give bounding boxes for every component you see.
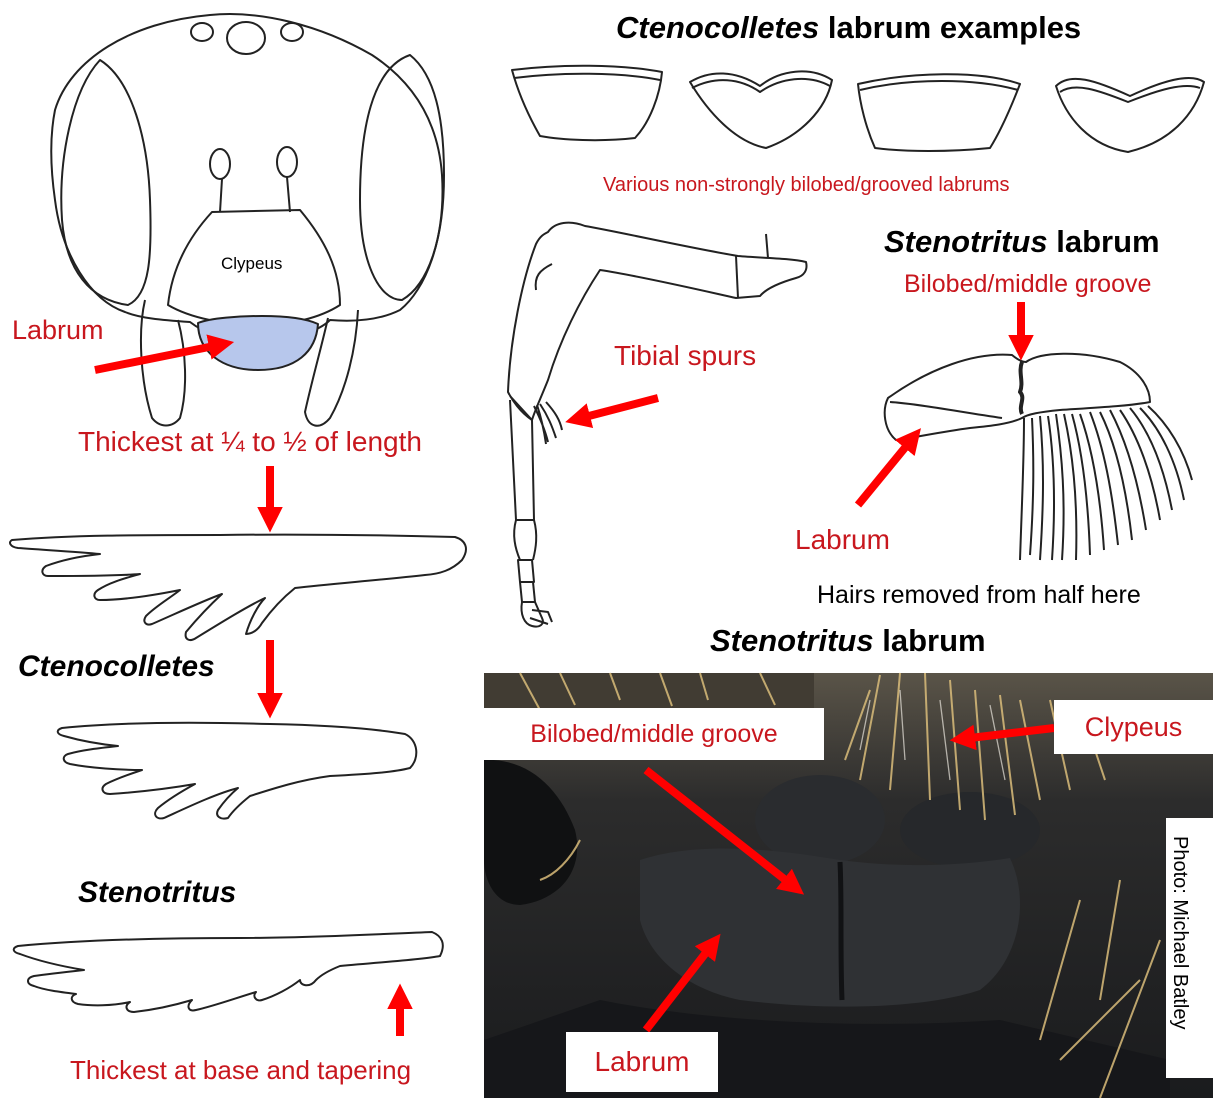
antenna-socket-left (210, 149, 230, 179)
thickness-note: Thickest at ¼ to ½ of length (78, 428, 422, 456)
ocellus-right (281, 23, 303, 41)
spur-drawing-ctenocolletes-2 (58, 723, 417, 819)
ocellus-left (191, 23, 213, 41)
photo-clypeus-box: Clypeus (1054, 700, 1213, 754)
arrow-sten-labrum (858, 444, 908, 505)
sten-labrum-label: Labrum (795, 526, 890, 554)
sten-groove-label: Bilobed/middle groove (904, 272, 1151, 297)
sten-drawing-title-genus: Stenotritus (884, 224, 1048, 259)
photo-groove-box: Bilobed/middle groove (484, 708, 824, 760)
photo-groove-label: Bilobed/middle groove (530, 720, 777, 749)
spur-drawing-ctenocolletes-1 (10, 535, 466, 640)
labrum-example-2 (690, 71, 832, 148)
clypeus-label: Clypeus (221, 255, 282, 272)
ctenocolletes-spur-title: Ctenocolletes (18, 652, 215, 682)
labrum-example-4 (1056, 78, 1204, 152)
stenotritus-spur-title: Stenotritus (78, 878, 236, 908)
sten-drawing-title-rest: labrum (1048, 224, 1160, 259)
photo-title: Stenotritus labrum (710, 625, 986, 656)
examples-caption: Various non-strongly bilobed/grooved lab… (603, 175, 1010, 195)
arrow-head-labrum (95, 346, 214, 370)
hind-leg-drawing (508, 223, 807, 627)
ocellus-center (227, 22, 265, 54)
stenotritus-labrum-drawing (885, 354, 1192, 560)
head-labrum-label: Labrum (12, 317, 104, 344)
photo-labrum-box: Labrum (566, 1032, 718, 1092)
examples-title: Ctenocolletes labrum examples (616, 12, 1081, 43)
compound-eye-left (61, 60, 150, 305)
examples-title-rest: labrum examples (819, 10, 1081, 45)
labrum-example-shapes (512, 66, 1204, 152)
sten-drawing-title: Stenotritus labrum (884, 226, 1160, 257)
antenna-socket-right (277, 147, 297, 177)
photo-credit: Photo: Michael Batley (1170, 836, 1190, 1029)
photo-clypeus-label: Clypeus (1085, 712, 1183, 743)
labrum-shape (198, 316, 318, 370)
arrow-tibial-spurs (585, 398, 658, 417)
hairs-note: Hairs removed from half here (817, 583, 1141, 608)
photo-labrum-label: Labrum (595, 1046, 690, 1078)
spur-drawing-stenotritus (14, 932, 443, 1012)
photo-title-genus: Stenotritus (710, 623, 874, 658)
tibial-spurs-label: Tibial spurs (614, 342, 756, 370)
stenotritus-spur-note: Thickest at base and tapering (70, 1057, 411, 1083)
examples-title-genus: Ctenocolletes (616, 10, 819, 45)
photo-title-rest: labrum (874, 623, 986, 658)
